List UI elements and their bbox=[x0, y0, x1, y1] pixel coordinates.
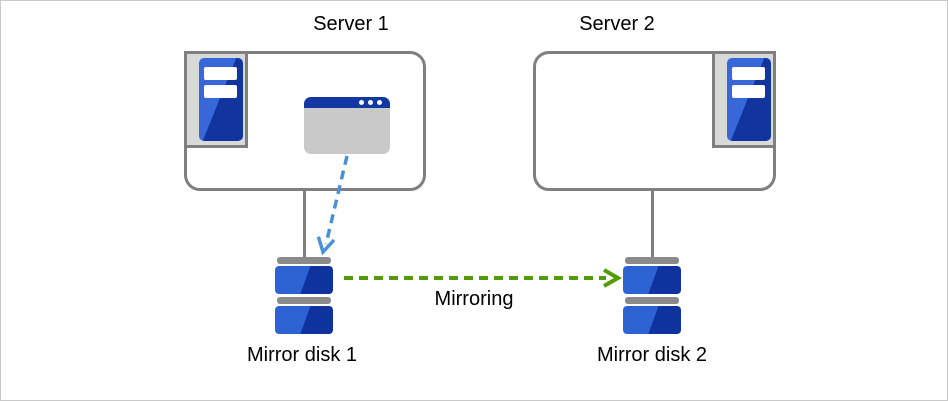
disk-platter bbox=[275, 266, 333, 294]
disk-cap bbox=[277, 297, 331, 304]
window-titlebar bbox=[304, 97, 390, 108]
server-drive-slot-icon bbox=[204, 67, 237, 80]
disk2-label: Mirror disk 2 bbox=[596, 344, 708, 366]
application-window-icon bbox=[304, 97, 390, 154]
mirroring-label: Mirroring bbox=[434, 288, 514, 310]
disk-platter bbox=[623, 266, 681, 294]
window-dot-icon bbox=[377, 100, 382, 105]
server2-disk-connector-line bbox=[651, 189, 654, 257]
mirror-disk1-icon bbox=[275, 257, 333, 337]
disk-cap bbox=[277, 257, 331, 264]
server-tower-icon bbox=[199, 58, 243, 141]
disk1-label: Mirror disk 1 bbox=[246, 344, 358, 366]
window-dot-icon bbox=[368, 100, 373, 105]
server-drive-slot-icon bbox=[732, 85, 765, 98]
window-dot-icon bbox=[359, 100, 364, 105]
mirroring-arrow bbox=[344, 268, 623, 288]
server-drive-slot-icon bbox=[204, 85, 237, 98]
server1-disk-connector-line bbox=[303, 189, 306, 257]
disk-platter bbox=[623, 306, 681, 334]
server2-tower-icon bbox=[712, 51, 776, 148]
server-tower-icon bbox=[727, 58, 771, 141]
disk-cap bbox=[625, 297, 679, 304]
disk-platter bbox=[275, 306, 333, 334]
mirror-disk2-icon bbox=[623, 257, 681, 337]
server2-label: Server 2 bbox=[579, 13, 655, 35]
server-drive-slot-icon bbox=[732, 67, 765, 80]
server1-tower-icon bbox=[184, 51, 248, 148]
disk-cap bbox=[625, 257, 679, 264]
server1-label: Server 1 bbox=[313, 13, 389, 35]
